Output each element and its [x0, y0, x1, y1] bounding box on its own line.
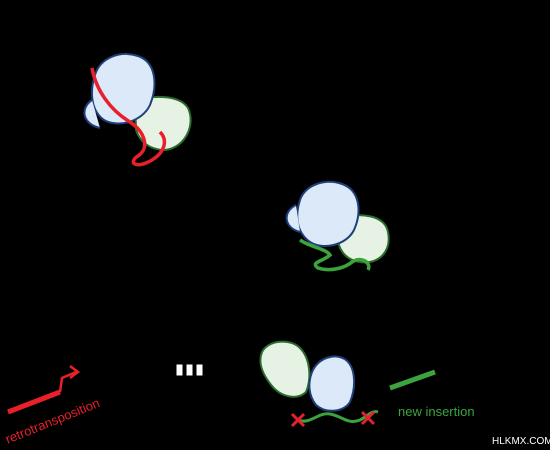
reverse-label-line2: Transcription: [398, 196, 502, 216]
arrow-formation-to-rt: [204, 85, 322, 160]
integration-label: Integration: [374, 303, 460, 323]
transcription-label-line1: Transcription: [0, 237, 104, 257]
cut-site-mark-left: [290, 412, 306, 428]
arrow-genome-to-transcription: [0, 349, 11, 363]
new-insertion-segment: [389, 369, 436, 391]
ribonucleoprotein-complex-2: [285, 180, 390, 272]
cut-site-mark-right: [360, 410, 376, 426]
new-insertion-label: new insertion: [398, 404, 475, 419]
reverse-label-line1: Reverse: [398, 171, 466, 191]
arrow-rt-to-integration-left: [312, 281, 333, 340]
arrow-transcription-to-formation: [0, 142, 52, 186]
red-transcribed-element: [7, 389, 61, 415]
transcription-label-line2: & Translation: [0, 263, 106, 283]
rna-strand-1: [90, 67, 167, 167]
arrow-rt-to-integration-mid: [354, 281, 390, 372]
watermark: HLKMX.COM: [492, 436, 550, 447]
formation-label-line1: Formation of: [66, 1, 168, 21]
cdna-strand: [299, 238, 371, 272]
integration-complex: [259, 340, 379, 428]
genome-element-marks: [175, 363, 204, 377]
transcription-start-arrow-icon: [58, 365, 81, 393]
ribonucleoprotein-complex-1: [83, 53, 192, 167]
arrow-rt-to-insertion-right: [424, 254, 490, 335]
integrating-dna-strand: [297, 410, 379, 423]
formation-label-line2: Ribonucleoprotein complexes: [66, 27, 303, 47]
genome-dna-line: [0, 336, 550, 427]
